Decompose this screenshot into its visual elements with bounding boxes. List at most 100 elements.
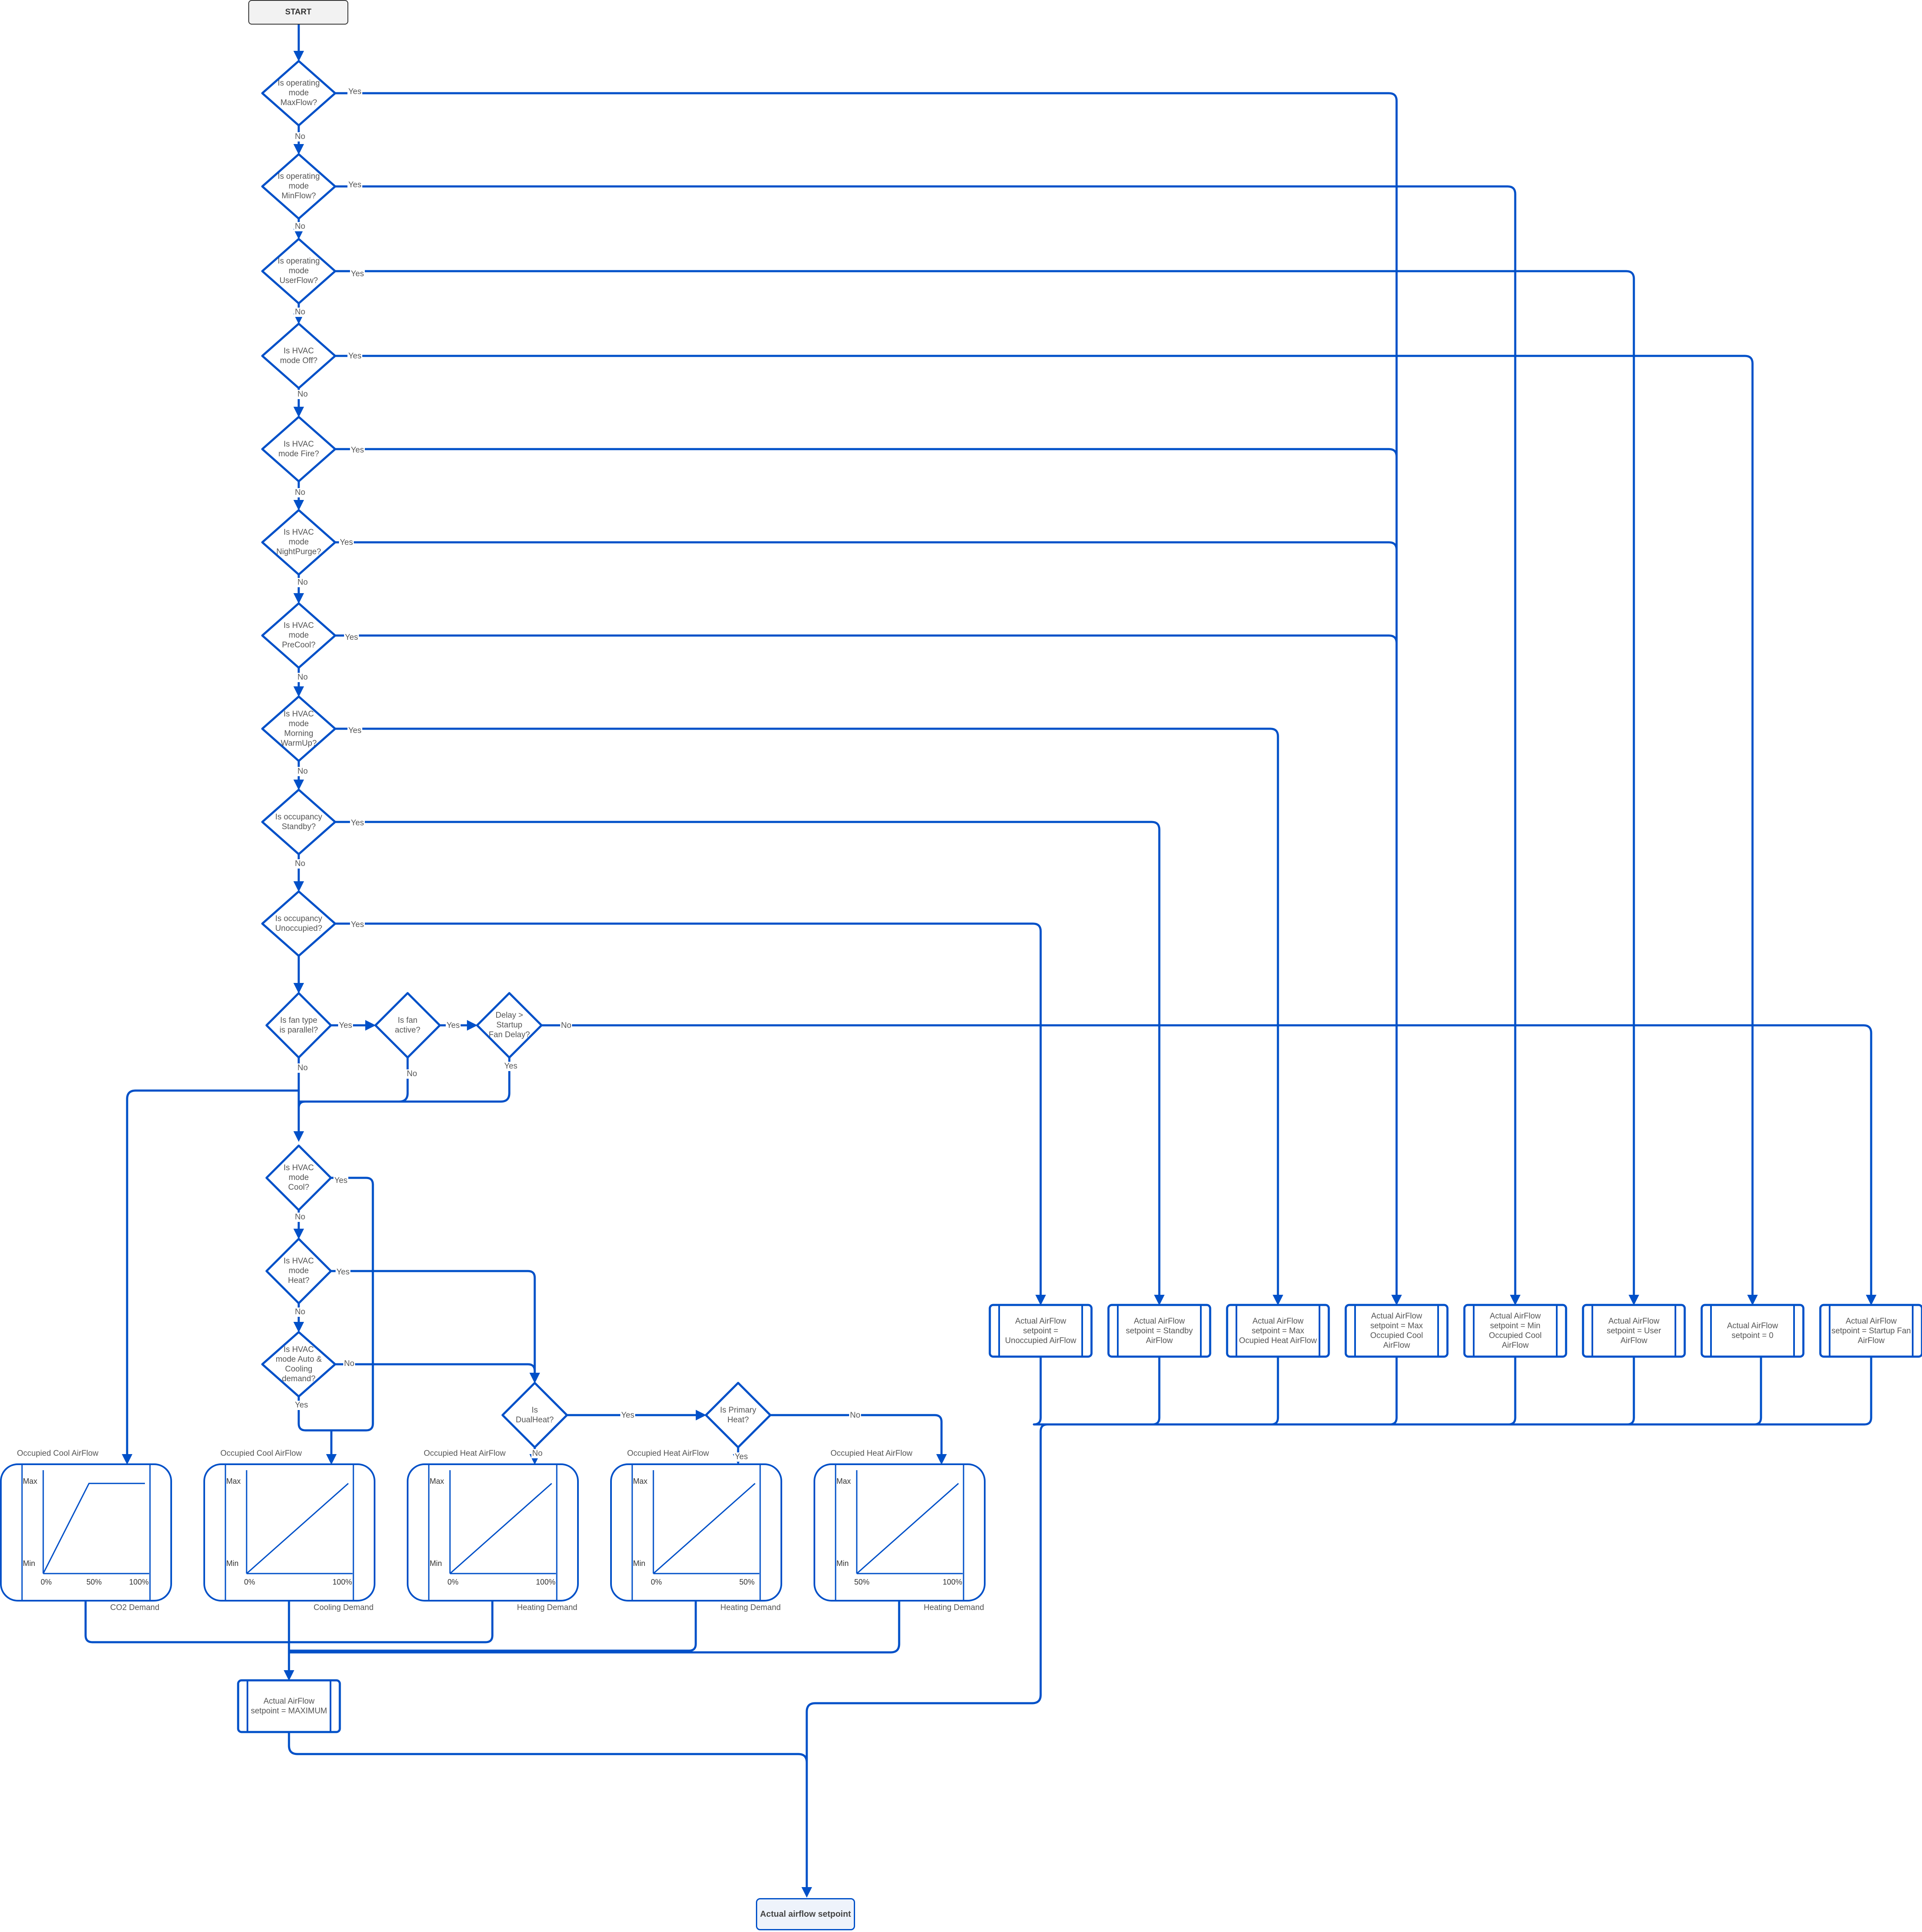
decision-label-d16: Is HVAC mode Auto & Cooling demand? [275, 1345, 322, 1383]
process-p4 [1344, 1304, 1449, 1358]
edge-label-yes: Yes [336, 1268, 350, 1277]
process-p5 [1463, 1304, 1567, 1358]
decision-label-d10: Is occupancy Unoccupied? [275, 914, 322, 933]
edge-label-yes: Yes [347, 352, 362, 361]
graph-tick-g4: 50% [739, 1578, 755, 1586]
edge-label-yes: Yes [347, 87, 362, 97]
end-node-actual-airflow-setpoint: Actual airflow setpoint [756, 1898, 855, 1930]
graph-ymax-g4: Max [633, 1477, 648, 1485]
decision-label-d1: Is operating mode MaxFlow? [278, 79, 320, 108]
process-p1-to-bus [1033, 1357, 1047, 1426]
process-label-p5: Actual AirFlow setpoint = Min Occupied C… [1489, 1312, 1542, 1350]
no-d18-to-graph5 [770, 1414, 947, 1465]
decision-d6 [261, 509, 336, 576]
graph3-to-max [289, 1601, 494, 1643]
graph1-to-max [84, 1601, 294, 1681]
edge-label-no: No [297, 673, 309, 682]
bus-to-final [807, 1423, 1048, 1896]
d11-to-graph1 [122, 1089, 299, 1465]
graph-tick-g5: 100% [942, 1578, 962, 1586]
process-p8-to-bus [1047, 1357, 1872, 1426]
no-d13-to-p8 [542, 1024, 1877, 1305]
graph-xlabel-g2: Cooling Demand [314, 1603, 374, 1612]
process-p1 [989, 1304, 1093, 1358]
decision-d7 [261, 602, 336, 669]
decision-label-d13: Delay > Startup Fan Delay? [489, 1011, 530, 1040]
edge-label-yes: Yes [294, 1401, 309, 1410]
yes-d13-merge [297, 1058, 511, 1108]
decision-d15 [265, 1238, 332, 1305]
graph5-to-max [289, 1601, 900, 1654]
edge-label-yes: Yes [338, 1021, 353, 1030]
decision-d16 [261, 1331, 336, 1398]
decision-label-d5: Is HVAC mode Fire? [278, 439, 319, 458]
graph-ymin-g3: Min [430, 1559, 442, 1568]
process-label-p4: Actual AirFlow setpoint = Max Occupied C… [1370, 1312, 1423, 1350]
yes-d9-to-p2 [335, 821, 1165, 1305]
graph-tick-g3: 0% [447, 1578, 459, 1586]
edge-label-yes: Yes [350, 446, 365, 455]
max-to-final [288, 1732, 808, 1763]
graph-tick-g5: 50% [854, 1578, 870, 1586]
graph-ymin-g1: Min [23, 1559, 36, 1568]
decision-label-d6: Is HVAC mode NightPurge? [276, 528, 321, 557]
process-label-p1: Actual AirFlow setpoint = Unoccupied Air… [1005, 1316, 1076, 1345]
decision-label-d17: Is DualHeat? [516, 1405, 554, 1424]
edge-label-yes: Yes [333, 1176, 348, 1185]
graph-tick-g4: 0% [651, 1578, 662, 1586]
yes-d3-to-p6 [335, 270, 1639, 1305]
graph-curve-g3 [450, 1483, 552, 1574]
edge-label-yes: Yes [347, 726, 362, 736]
edge-label-no: No [406, 1069, 418, 1079]
start-node: START [248, 0, 348, 25]
yes-d8-to-p3 [335, 727, 1283, 1305]
process-label-p8: Actual AirFlow setpoint = Startup Fan Ai… [1831, 1316, 1911, 1345]
process-p7 [1700, 1304, 1805, 1358]
graph-xlabel-g4: Heating Demand [720, 1603, 781, 1612]
edge-label-yes: Yes [620, 1411, 635, 1420]
edge-label-no: No [294, 308, 306, 317]
decision-label-d12: Is fan active? [394, 1016, 421, 1035]
decision-d14 [265, 1144, 332, 1211]
process-p7-to-bus [1047, 1357, 1762, 1426]
decision-label-d18: Is Primary Heat? [720, 1405, 756, 1424]
process-label-p2: Actual AirFlow setpoint = Standby AirFlo… [1126, 1316, 1193, 1345]
yes-d5-to-p4 [335, 448, 1398, 457]
graph-curve-g5 [856, 1483, 959, 1574]
decision-d17 [501, 1382, 568, 1449]
yes-d16-to-graph2 [297, 1396, 331, 1432]
graph-ymax-g3: Max [430, 1477, 444, 1485]
edge-label-no: No [297, 578, 309, 587]
process-p3 [1226, 1304, 1330, 1358]
decision-d2 [261, 153, 336, 220]
process-p5-to-bus [1047, 1357, 1516, 1426]
edge-label-no: No [297, 390, 309, 399]
edge-label-yes: Yes [344, 633, 359, 642]
edge-label-yes: Yes [339, 538, 354, 547]
decision-label-d2: Is operating mode MinFlow? [278, 172, 320, 201]
edge-label-yes: Yes [446, 1021, 461, 1030]
decision-d1 [261, 60, 336, 127]
process-p6-to-bus [1047, 1357, 1635, 1426]
graph-title-g1: Occupied Cool AirFlow [17, 1449, 99, 1458]
graph-ymax-g5: Max [836, 1477, 851, 1485]
edge-label-yes: Yes [350, 819, 365, 828]
decision-label-d14: Is HVAC mode Cool? [283, 1163, 314, 1192]
process-label-p3: Actual AirFlow setpoint = Max Ocupied He… [1239, 1316, 1317, 1345]
edge-label-no: No [294, 1213, 306, 1222]
edge-label-yes: Yes [350, 920, 365, 930]
process-p8 [1819, 1304, 1922, 1358]
edge-label-yes: Yes [350, 269, 365, 279]
yes-d7-to-p4 [335, 634, 1398, 644]
connectors [84, 25, 1877, 1896]
edge-label-no: No [297, 1063, 309, 1073]
process-p3-to-bus [1047, 1357, 1279, 1426]
decision-label-d11: Is fan type is parallel? [279, 1016, 318, 1035]
no-d12-merge [299, 1058, 409, 1103]
graph-ymin-g2: Min [226, 1559, 239, 1568]
graph-title-g2: Occupied Cool AirFlow [220, 1449, 302, 1458]
edge-label-no: No [294, 132, 306, 142]
graph-title-g4: Occupied Heat AirFlow [627, 1449, 709, 1458]
graph-tick-g3: 100% [536, 1578, 555, 1586]
